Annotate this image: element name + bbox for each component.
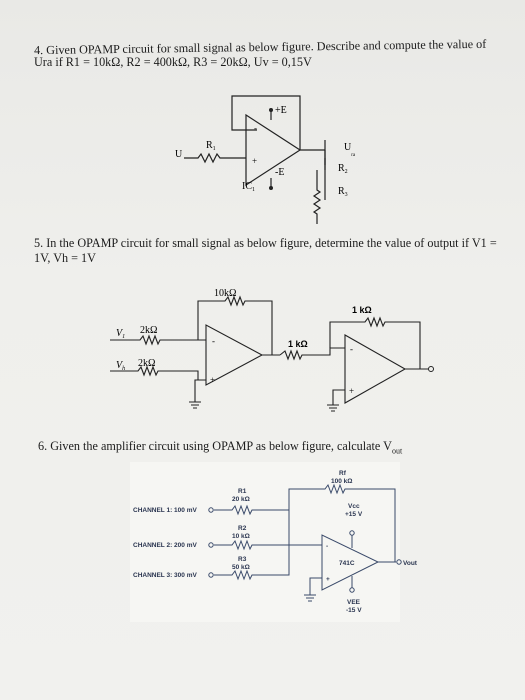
q6-opamp (321, 534, 380, 591)
q6-text-line1: 6. Given the amplifier circuit using OPA… (38, 439, 403, 456)
q5-opamp-2 (344, 334, 407, 404)
q4-r1-label: R1 (206, 140, 216, 152)
q5-op1-plus: + (210, 375, 215, 385)
q5-opamp-1 (205, 324, 264, 386)
q5-rmid-label: 1 kΩ (288, 339, 308, 349)
q4-r3-label: R3 (338, 186, 348, 198)
q5-rf2-label: 1 kΩ (352, 305, 372, 315)
q4-text-line2: Ura if R1 = 10kΩ, R2 = 400kΩ, R3 = 20kΩ,… (34, 55, 312, 69)
q6-r1-name: R1 (238, 488, 247, 495)
q4-ic-label: IC1 (242, 181, 255, 193)
q6-r2-value: 10 kΩ (232, 533, 250, 540)
q4-resistor-r1 (184, 152, 246, 164)
q5-v1-label: V1 (116, 328, 125, 340)
q6-channel1-label: CHANNEL 1: 100 mV (133, 507, 197, 514)
q6-vcc-value: +15 V (345, 511, 363, 518)
q5-op1-minus: - (212, 336, 215, 346)
q6-r3-name: R3 (238, 556, 247, 563)
q6-vee-value: -15 V (346, 607, 362, 614)
q5-op2-minus: - (350, 344, 353, 354)
q5-vh-label: Vh (116, 360, 125, 372)
q4-r2-label: R2 (338, 163, 348, 175)
q6-minus-sign: - (326, 543, 328, 550)
q6-ic-label: 741C (339, 560, 355, 567)
q6-vout-label: Vout (403, 560, 418, 567)
q6-channel2-label: CHANNEL 2: 200 mV (133, 542, 197, 549)
q4-ura-label: Ura (344, 142, 356, 158)
q6-plus-sign: + (326, 576, 330, 583)
q4-uv-label: U (175, 149, 183, 160)
q6-r2-name: R2 (238, 525, 247, 532)
q6-channel3-label: CHANNEL 3: 300 mV (133, 572, 197, 579)
q6-rf-name: Rf (339, 470, 347, 477)
q4-minus-e-label: -E (275, 167, 284, 178)
q6-vee-name: VEE (347, 599, 361, 606)
q4-opamp (245, 113, 302, 187)
q4-plus-e-label: +E (275, 105, 287, 116)
q6-rf-value: 100 kΩ (331, 478, 352, 485)
q4-resistor-r3 (312, 170, 322, 224)
q5-rf1-label: 10kΩ (214, 288, 236, 299)
q5-rin1-label: 2kΩ (140, 325, 157, 336)
q5-text-line2: 1V, Vh = 1V (34, 251, 96, 265)
q5-op2-plus: + (349, 386, 354, 396)
q4-plus-sign: + (252, 156, 257, 166)
q4-minus-sign: - (254, 123, 257, 133)
q5-rin2-label: 2kΩ (138, 358, 155, 369)
q6-r1-value: 20 kΩ (232, 496, 250, 503)
q6-r3-value: 50 kΩ (232, 564, 250, 571)
q5-text-line1: 5. In the OPAMP circuit for small signal… (34, 236, 497, 250)
q6-vcc-name: Vcc (348, 503, 360, 510)
